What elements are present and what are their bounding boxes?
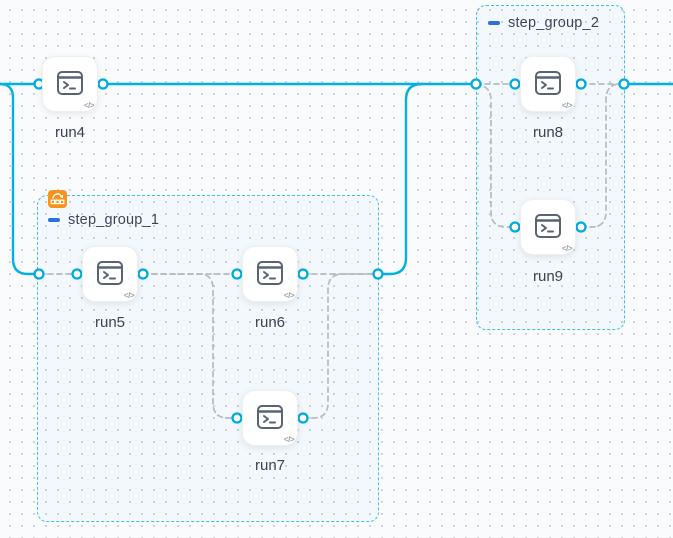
collapse-minus-button[interactable] [48, 218, 60, 222]
code-icon: </> [283, 435, 295, 444]
port-run7-in[interactable] [231, 412, 243, 424]
terminal-icon [257, 261, 283, 285]
port-run6-in[interactable] [231, 268, 243, 280]
loop-steps-icon [48, 190, 67, 208]
port-group1-out[interactable] [372, 268, 384, 280]
node-label-run8: run8 [532, 124, 564, 141]
node-run4[interactable]: </> [42, 56, 98, 112]
port-run9-in[interactable] [509, 221, 521, 233]
port-run8-out[interactable] [575, 78, 587, 90]
edge-group2-in-to-run9[interactable] [475, 83, 516, 228]
node-run5[interactable]: </> [82, 246, 138, 302]
code-icon: </> [561, 101, 573, 110]
port-run9-out[interactable] [575, 221, 587, 233]
node-label-run6: run6 [254, 314, 286, 331]
edge-start-to-group1[interactable] [0, 82, 41, 276]
edge-run5-to-run7[interactable] [142, 273, 238, 419]
port-run6-out[interactable] [297, 268, 309, 280]
node-label-run5: run5 [94, 314, 126, 331]
group-2-header: step_group_2 [488, 15, 599, 31]
terminal-icon [57, 71, 83, 95]
node-run8[interactable]: </> [520, 56, 576, 112]
code-icon: </> [283, 291, 295, 300]
node-run6[interactable]: </> [242, 246, 298, 302]
node-label-run7: run7 [254, 457, 286, 474]
code-icon: </> [83, 101, 95, 110]
port-group2-out[interactable] [618, 78, 630, 90]
code-icon: </> [561, 244, 573, 253]
group-1-label: step_group_1 [68, 212, 160, 228]
node-run7[interactable]: </> [242, 390, 298, 446]
port-group1-in[interactable] [33, 268, 45, 280]
node-label-run4: run4 [54, 124, 86, 141]
terminal-icon [257, 405, 283, 429]
port-group2-in[interactable] [470, 78, 482, 90]
collapse-minus-button[interactable] [488, 21, 500, 25]
edge-run9-to-group2-out[interactable] [580, 83, 621, 228]
port-run8-in[interactable] [509, 78, 521, 90]
terminal-icon [535, 71, 561, 95]
port-run7-out[interactable] [297, 412, 309, 424]
group-1-header: step_group_1 [48, 212, 159, 228]
port-run5-out[interactable] [137, 268, 149, 280]
port-run4-out[interactable] [97, 78, 109, 90]
terminal-icon [97, 261, 123, 285]
group-2-label: step_group_2 [508, 15, 600, 31]
edge-group1-to-main[interactable] [376, 82, 424, 276]
port-run5-in[interactable] [71, 268, 83, 280]
node-run9[interactable]: </> [520, 199, 576, 255]
code-icon: </> [123, 291, 135, 300]
edge-run7-to-group1-out[interactable] [302, 273, 373, 419]
terminal-icon [535, 214, 561, 238]
node-label-run9: run9 [532, 268, 564, 285]
